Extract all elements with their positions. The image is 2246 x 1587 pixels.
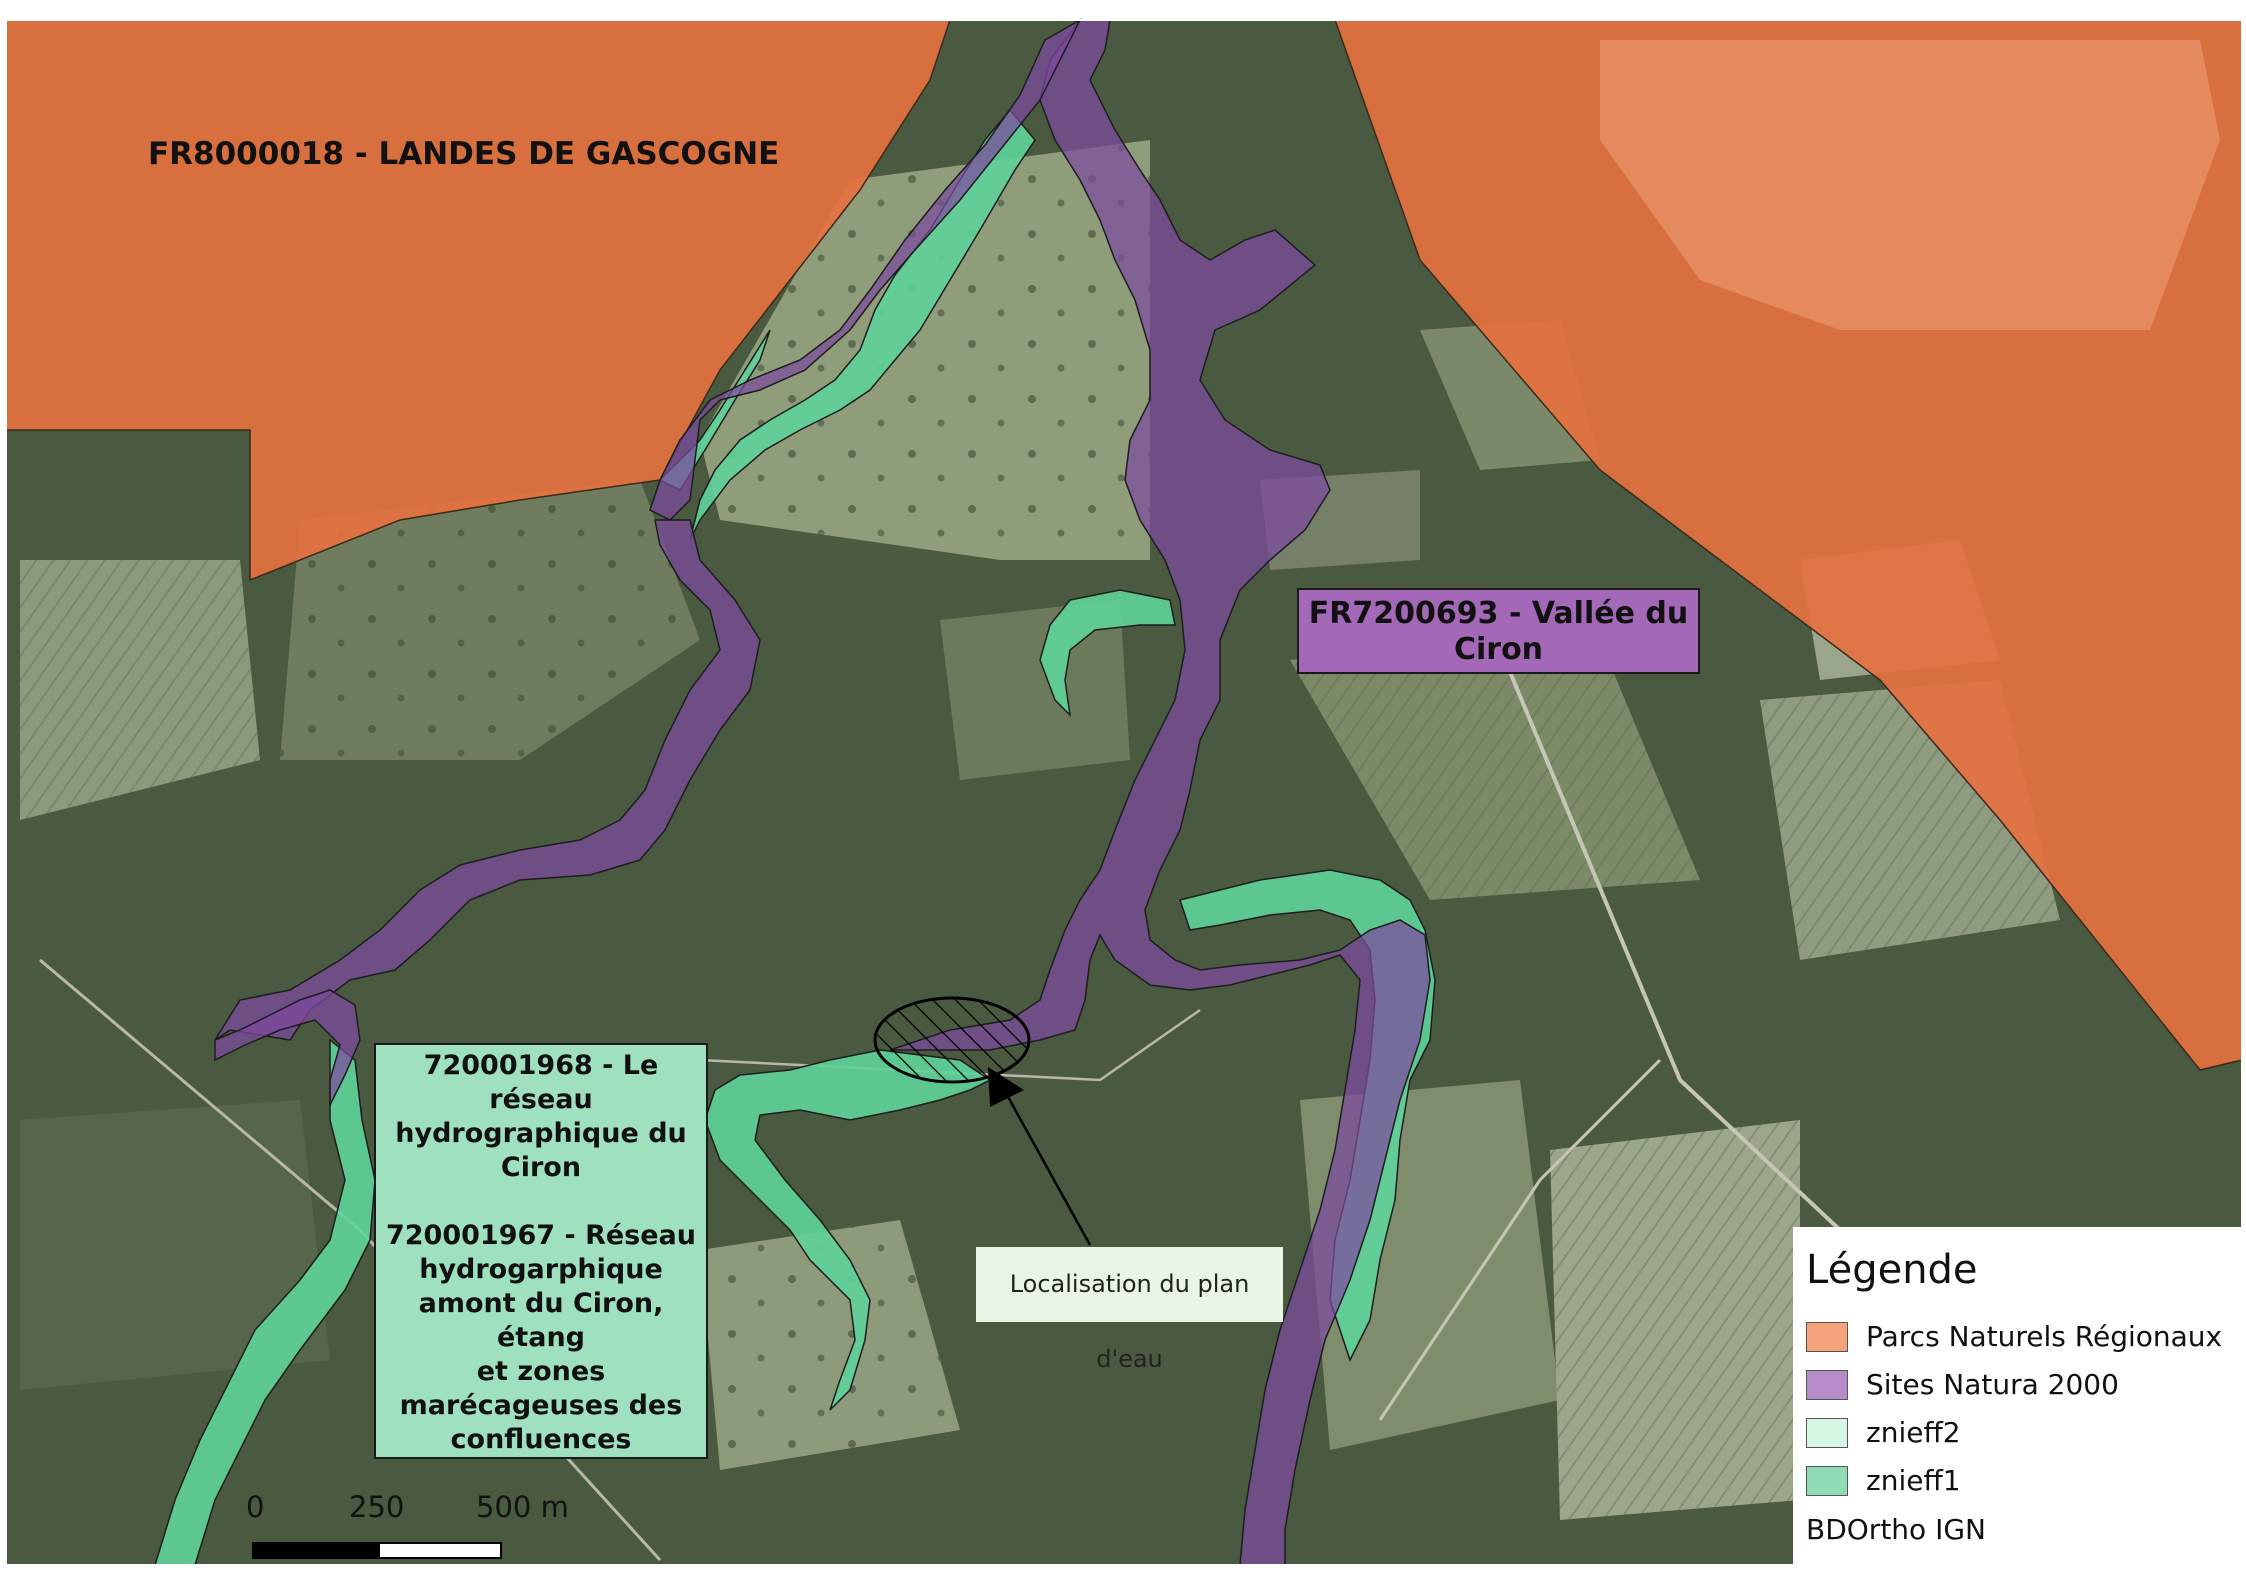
legend-swatch-parks (1806, 1322, 1848, 1352)
znieff-label-box: 720001968 - Le réseau hydrographique du … (374, 1043, 708, 1459)
znieff-label-line: 720001967 - Réseau (385, 1220, 696, 1251)
znieff-label-line: hydrographique du (395, 1118, 687, 1149)
clearing-field (940, 600, 1130, 780)
legend-swatch-natura (1806, 1370, 1848, 1400)
znieff-label-line: réseau (489, 1084, 593, 1115)
road (1378, 1058, 1662, 1421)
park-lighter-patch (1600, 40, 2220, 330)
natura2000-zone[interactable] (214, 18, 1431, 1566)
znieff-label-line: hydrogarphique (419, 1254, 663, 1285)
natura2000-label-box: FR7200693 - Vallée du Ciron (1297, 588, 1700, 674)
legend-panel: Légende Parcs Naturels Régionaux Sites N… (1793, 1227, 2246, 1587)
legend-label: znieff1 (1866, 1464, 1961, 1497)
legend-swatch-znieff2 (1806, 1418, 1848, 1448)
legend-source: BDOrtho IGN (1806, 1513, 1986, 1546)
znieff-label-line: et zones (476, 1356, 606, 1387)
legend-label: Parcs Naturels Régionaux (1866, 1320, 2223, 1353)
pond-pointer-arrowhead (988, 1067, 1024, 1107)
pond-location-label: Localisation du plan d'eau (976, 1247, 1283, 1373)
clearing-field (700, 1220, 960, 1470)
legend-swatch-znieff1 (1806, 1466, 1848, 1496)
pond-pointer-line (1000, 1085, 1092, 1246)
znieff-label-line: amont du Ciron, étang (418, 1288, 664, 1353)
legend-title: Légende (1806, 1247, 1978, 1293)
znieff-label-line: Ciron (500, 1152, 582, 1183)
scale-label-250: 250 (349, 1490, 405, 1524)
scale-segment-black (252, 1542, 380, 1559)
scale-segment-white (378, 1542, 502, 1559)
clearing-field (280, 480, 700, 760)
legend-label: znieff2 (1866, 1416, 1961, 1449)
natura-main-river (889, 19, 1431, 1566)
pond-ellipse (873, 996, 1031, 1084)
znieff1-zone[interactable] (153, 108, 1436, 1566)
scale-label-500: 500 m (476, 1490, 569, 1524)
park-zone-label: FR8000018 - LANDES DE GASCOGNE (148, 136, 780, 172)
natura2000-label-line: Ciron (1453, 632, 1544, 667)
scale-bar: 0 250 500 m (246, 1490, 569, 1560)
map-frame (5, 19, 2243, 1566)
natura2000-label-line: FR7200693 - Vallée du (1308, 596, 1689, 631)
clearing-field (20, 560, 260, 820)
znieff1-side-arm (1039, 589, 1176, 718)
clearing-field (1290, 640, 1700, 900)
znieff-label-b: 720001967 - Réseau hydrogarphique amont … (376, 1219, 706, 1457)
road (1478, 599, 1842, 1232)
clearing-field (1550, 1120, 1800, 1520)
clearing-field (20, 1100, 330, 1390)
scale-label-0: 0 (246, 1490, 265, 1524)
pond-location-marker[interactable] (873, 996, 1092, 1246)
znieff-label-line: marécageuses des (399, 1390, 683, 1421)
znieff1-east-river (1179, 869, 1436, 1362)
park-zone[interactable] (5, 19, 2243, 1071)
znieff-label-line: confluences (450, 1424, 632, 1455)
natura-west-arm (214, 989, 361, 1106)
znieff-label-line: 720001968 - Le (423, 1050, 659, 1081)
legend-label: Sites Natura 2000 (1866, 1368, 2119, 1401)
natura-north-branch (649, 18, 1082, 521)
znieff-label-a: 720001968 - Le réseau hydrographique du … (376, 1049, 706, 1185)
